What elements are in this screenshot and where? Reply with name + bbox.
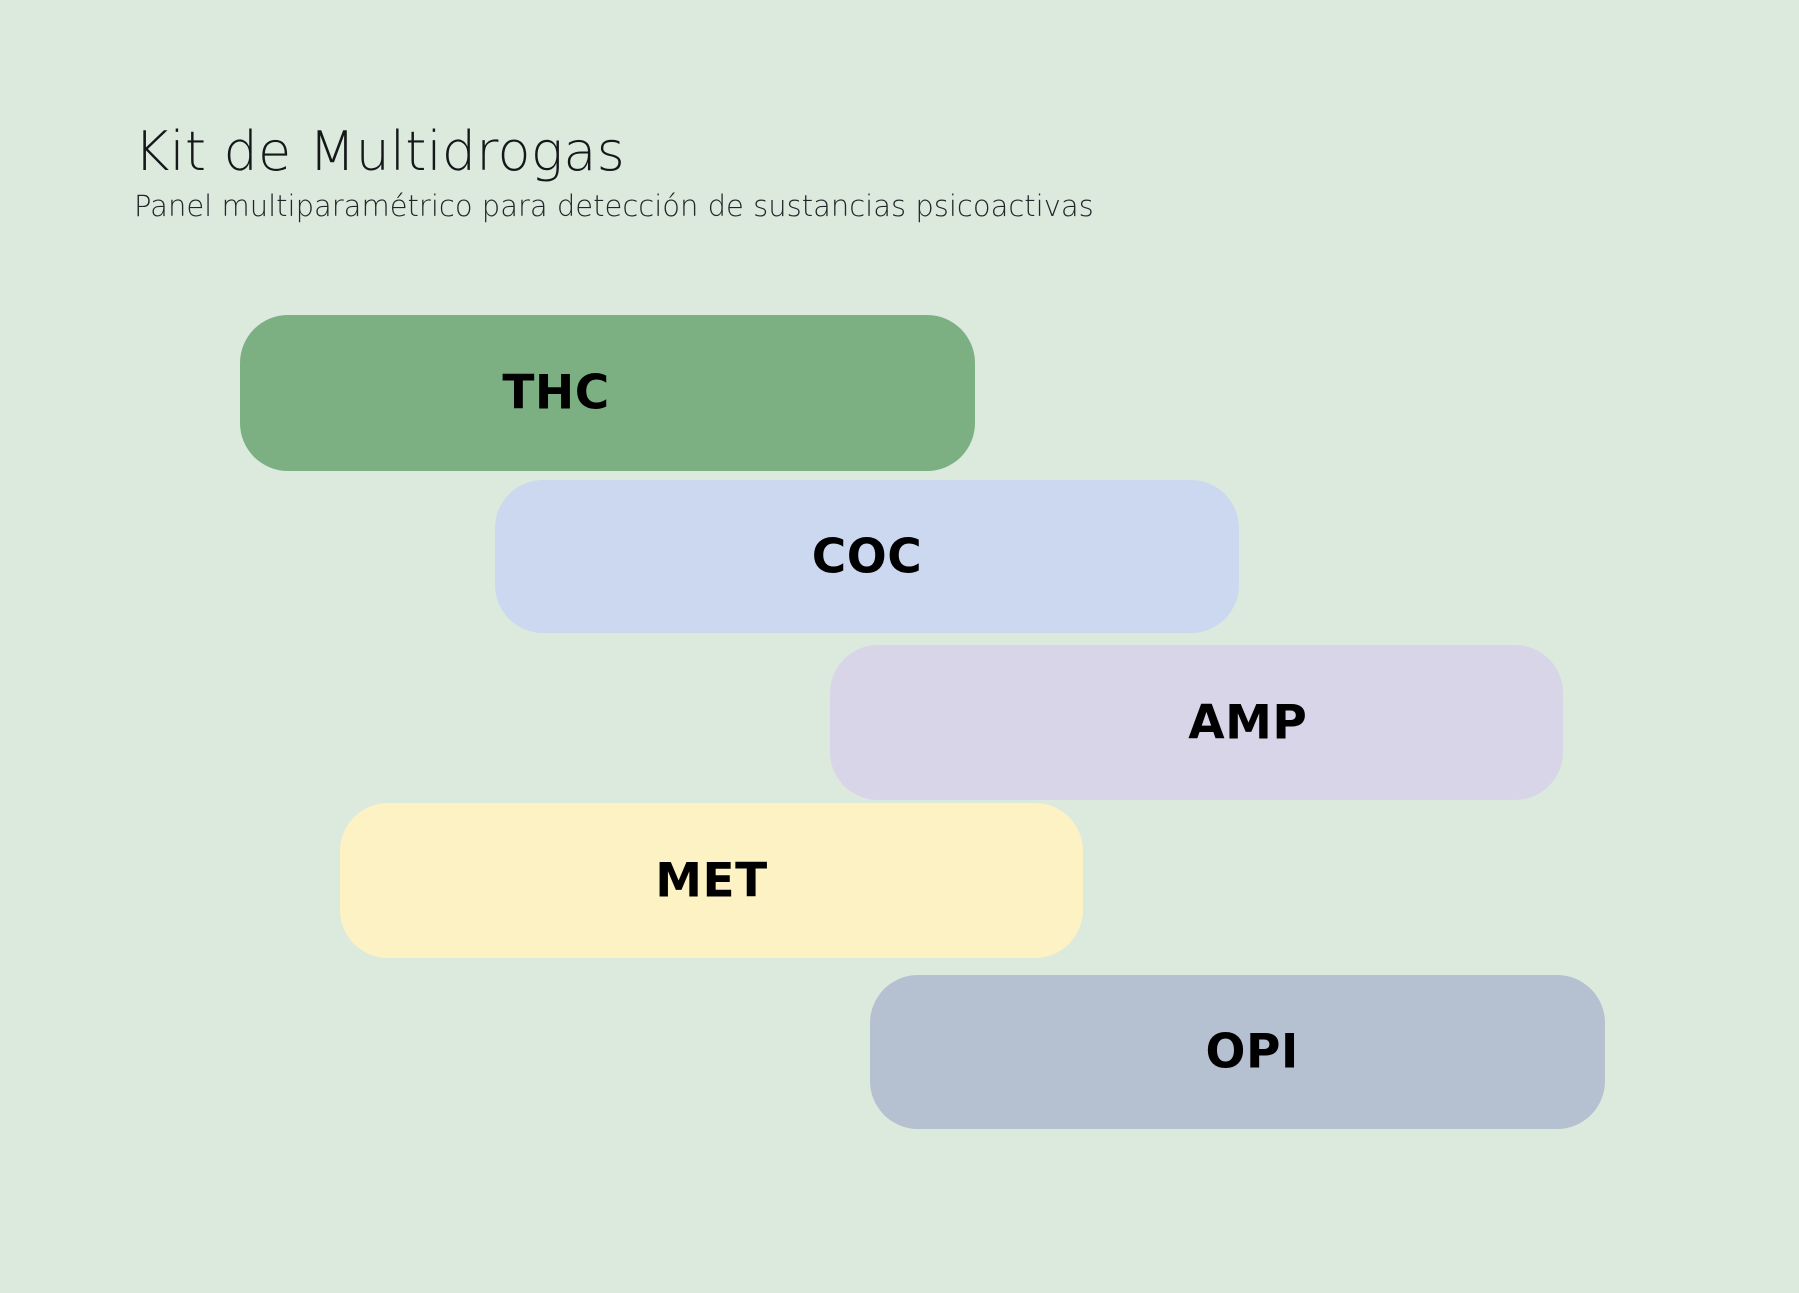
bar-thc[interactable]: THC [240, 315, 975, 471]
bar-amp[interactable]: AMP [830, 645, 1563, 800]
bar-coc[interactable]: COC [495, 480, 1239, 633]
bar-label-thc: THC [502, 365, 610, 421]
bar-label-opi: OPI [1205, 1024, 1299, 1080]
bar-label-amp: AMP [1188, 695, 1308, 750]
bar-label-met: MET [655, 853, 768, 908]
bar-opi[interactable]: OPI [870, 975, 1605, 1129]
page-subtitle: Panel multiparamétrico para detección de… [134, 189, 1094, 224]
bar-met[interactable]: MET [340, 803, 1083, 958]
header: Kit de Multidrogas Panel multiparamétric… [134, 120, 1334, 226]
page-title: Kit de Multidrogas [134, 120, 625, 183]
bar-label-coc: COC [811, 529, 923, 584]
